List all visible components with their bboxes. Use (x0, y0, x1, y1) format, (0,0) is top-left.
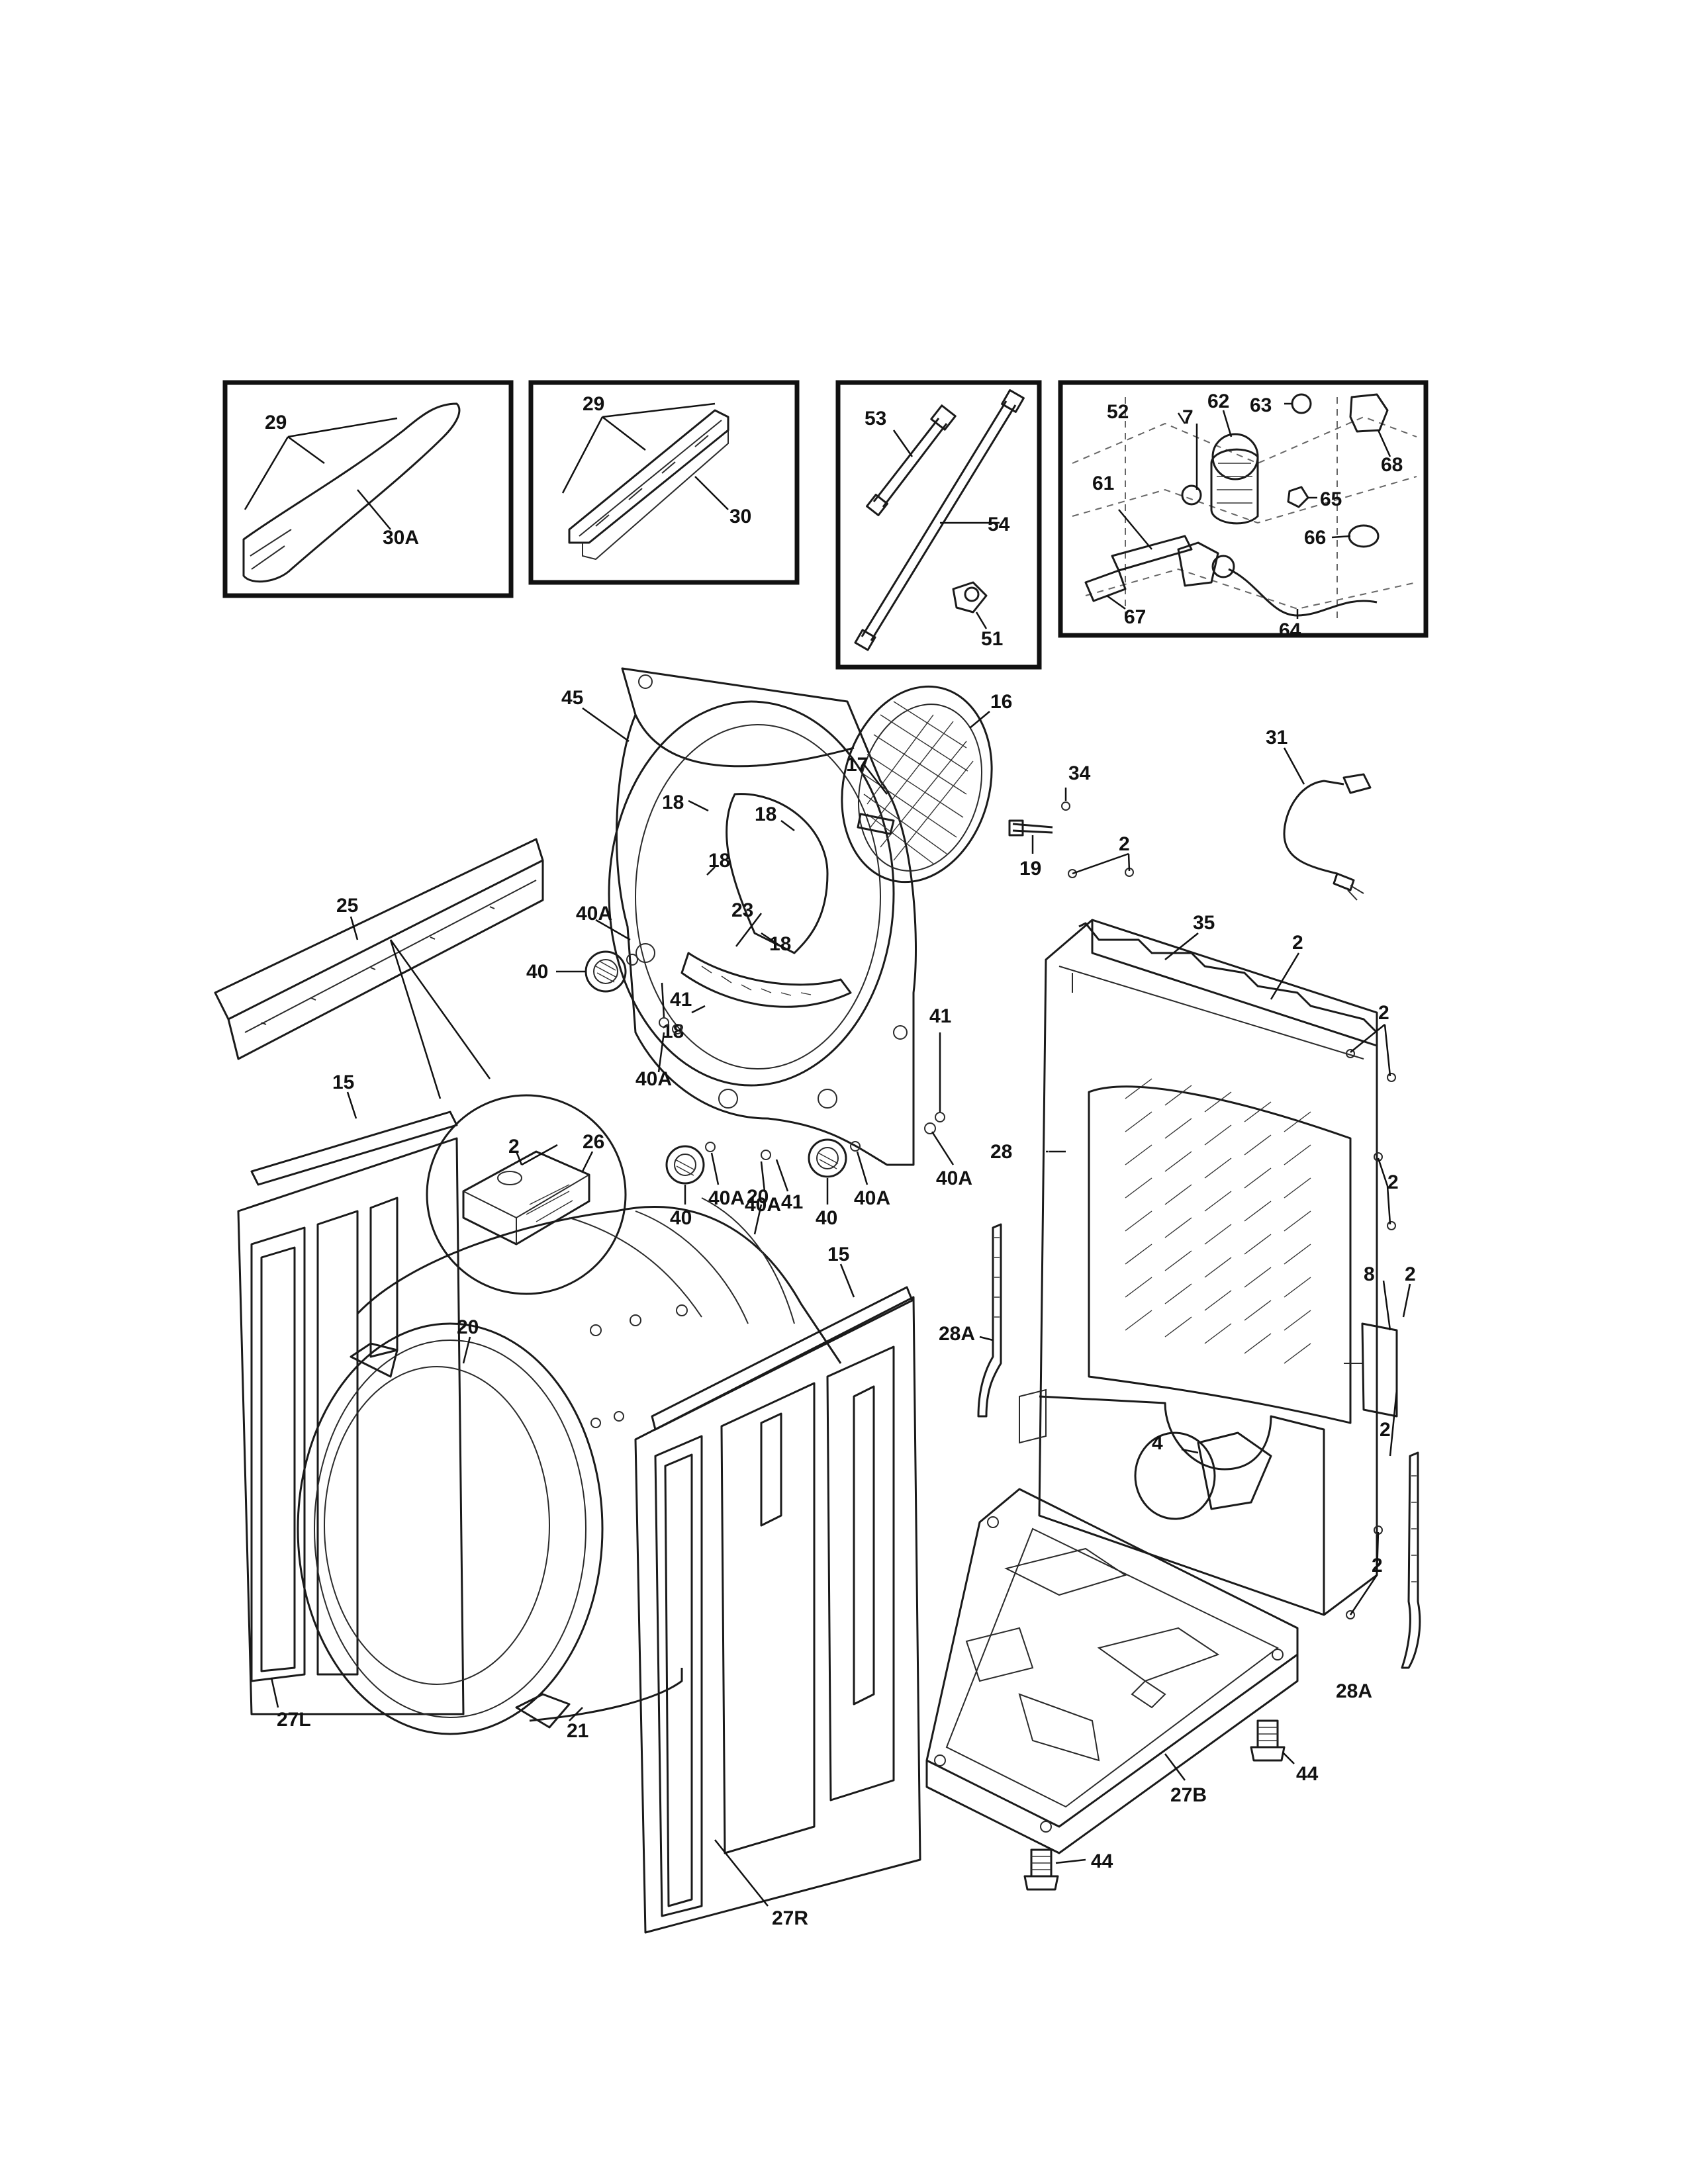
callout-8: 8 (1364, 1263, 1375, 1285)
callout-16: 16 (990, 691, 1012, 713)
callout-41: 41 (670, 989, 692, 1011)
callout-65: 65 (1320, 488, 1342, 510)
callout-40a: 40A (745, 1194, 781, 1216)
callout-20: 20 (457, 1316, 479, 1338)
callout-54: 54 (988, 514, 1010, 535)
dryer-drum: 20 20 21 (297, 1186, 842, 1742)
callout-51: 51 (981, 628, 1003, 650)
inset-panel-30a: 29 30A (222, 380, 514, 598)
callout-29: 29 (265, 412, 287, 433)
callout-40a: 40A (708, 1187, 745, 1209)
callout-35: 35 (1193, 912, 1215, 934)
callout-40a: 40A (635, 1068, 672, 1090)
callout-19: 19 (1019, 858, 1041, 880)
callout-23: 23 (731, 899, 753, 921)
callout-66: 66 (1304, 527, 1326, 549)
rear-bulkhead-assembly: 45 16 17 34 19 18 18 18 18 18 23 (561, 667, 1091, 1166)
callout-27l: 27L (277, 1709, 311, 1731)
dryer-base: 27B 44 44 (925, 1488, 1319, 1891)
callout-28a: 28A (1336, 1680, 1372, 1702)
callout-40: 40 (526, 961, 548, 983)
callout-18: 18 (769, 933, 791, 955)
callout-30a: 30A (383, 527, 419, 549)
callout-2: 2 (1119, 833, 1130, 855)
callout-28: 28 (990, 1141, 1012, 1163)
power-cord: 31 (1266, 727, 1372, 901)
callout-2: 2 (508, 1136, 520, 1158)
rear-panel-assembly: 2 35 2 2 28 2 8 2 2 28A 4 2 28A (939, 833, 1421, 1702)
callout-29: 29 (583, 393, 604, 415)
callout-7: 7 (1182, 406, 1194, 428)
callout-15: 15 (827, 1244, 849, 1265)
callout-40a: 40A (854, 1187, 890, 1209)
callout-25: 25 (336, 895, 358, 917)
callout-40a: 40A (576, 903, 612, 925)
callout-62: 62 (1207, 390, 1229, 412)
callout-2: 2 (1405, 1263, 1416, 1285)
drum-rollers: 40A 40 41 40A 41 40A 40 40A 40A 41 40 40… (526, 903, 972, 1229)
callout-21: 21 (567, 1720, 588, 1742)
right-side-panel: 15 27R (634, 1244, 921, 1934)
callout-64: 64 (1279, 619, 1301, 641)
callout-53: 53 (865, 408, 886, 430)
callout-61: 61 (1092, 473, 1114, 494)
callout-40a: 40A (936, 1167, 972, 1189)
callout-20: 20 (747, 1186, 769, 1208)
callout-2: 2 (1292, 932, 1303, 954)
callout-17: 17 (846, 754, 868, 776)
left-side-panel: 15 27L (237, 1071, 465, 1731)
callout-40: 40 (816, 1207, 837, 1229)
callout-44: 44 (1296, 1763, 1319, 1785)
callout-67: 67 (1124, 606, 1146, 628)
inset-panel-steam: 52 7 62 63 68 61 65 66 67 64 (1058, 380, 1429, 641)
callout-18: 18 (755, 803, 776, 825)
callout-30: 30 (729, 506, 751, 527)
callout-15: 15 (332, 1071, 354, 1093)
callout-2: 2 (1380, 1419, 1391, 1441)
callout-18: 18 (662, 792, 684, 813)
callout-45: 45 (561, 687, 583, 709)
callout-2: 2 (1378, 1002, 1389, 1024)
callout-52: 52 (1107, 401, 1129, 423)
callout-27b: 27B (1170, 1784, 1207, 1806)
callout-26: 26 (583, 1131, 604, 1153)
callout-28a: 28A (939, 1323, 975, 1345)
inset-panel-30: 29 30 (528, 380, 800, 585)
callout-2: 2 (1372, 1555, 1383, 1576)
callout-4: 4 (1152, 1432, 1163, 1454)
callout-41: 41 (781, 1191, 803, 1213)
callout-27r: 27R (772, 1907, 808, 1929)
rear-panel-vents (1125, 1078, 1311, 1364)
callout-41: 41 (929, 1005, 951, 1027)
control-board-magnifier: 2 26 (426, 1094, 627, 1295)
callout-68: 68 (1381, 454, 1403, 476)
callout-44: 44 (1091, 1850, 1113, 1872)
callout-31: 31 (1266, 727, 1288, 749)
inset-panel-hoses: 53 54 51 (835, 380, 1042, 670)
callout-63: 63 (1250, 394, 1272, 416)
control-panel-support: 25 (214, 838, 544, 1099)
callout-18: 18 (708, 850, 730, 872)
callout-2: 2 (1387, 1171, 1399, 1193)
callout-34: 34 (1068, 762, 1091, 784)
